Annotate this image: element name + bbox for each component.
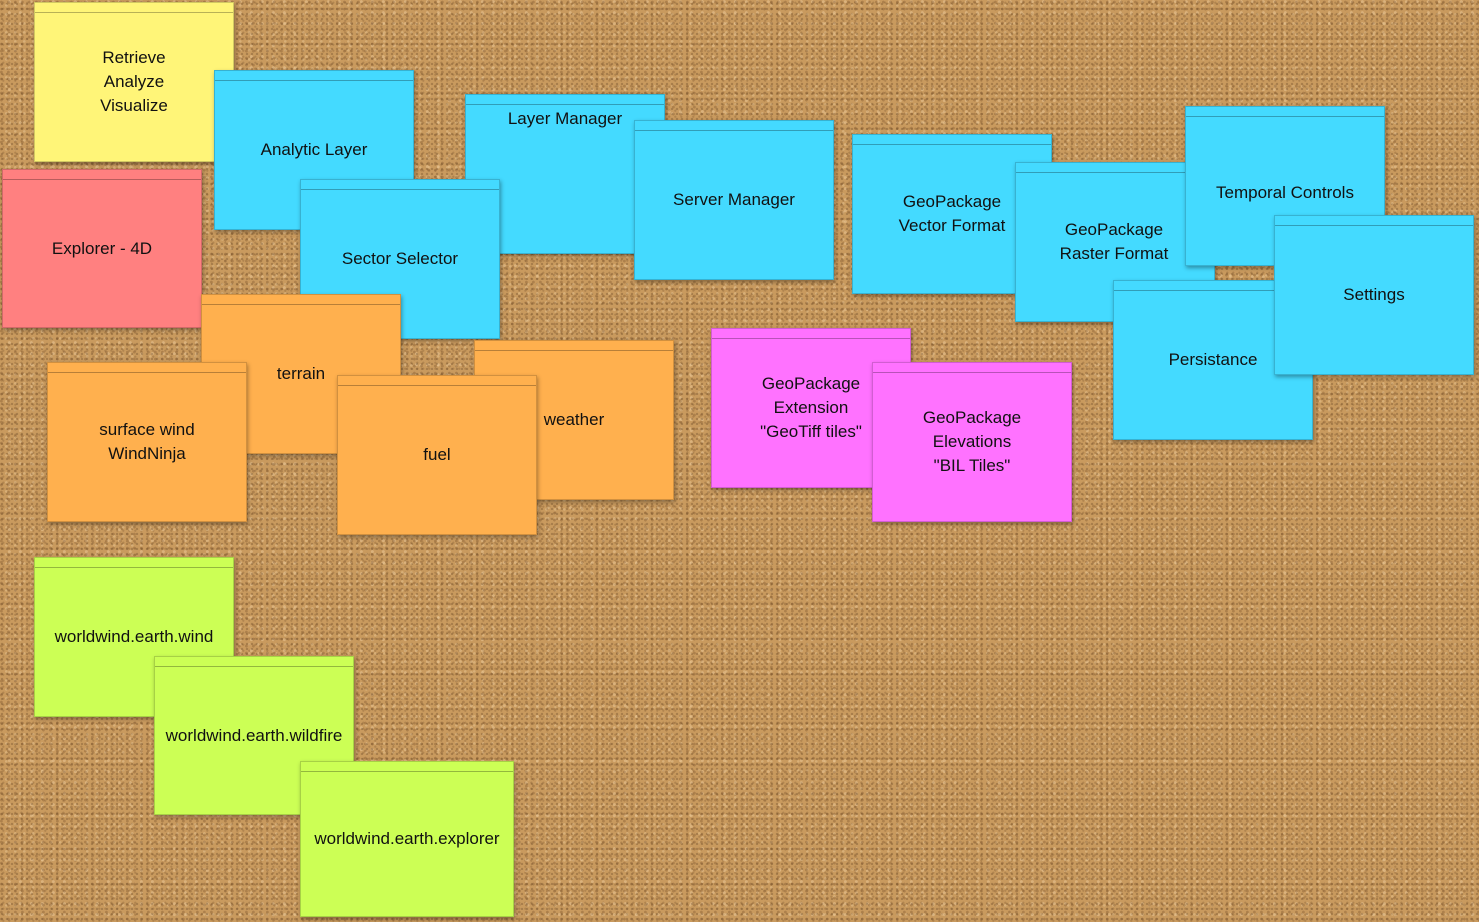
sticky-note-worldwind-earth-wind[interactable]: worldwind.earth.wind xyxy=(34,557,234,717)
sticky-note-server-manager[interactable]: Server Manager xyxy=(634,120,834,280)
sticky-note-settings[interactable]: Settings xyxy=(1274,215,1474,375)
sticky-note-retrieve-analyze-visualize[interactable]: Retrieve Analyze Visualize xyxy=(34,2,234,162)
sticky-note-explorer-4d[interactable]: Explorer - 4D xyxy=(2,169,202,328)
sticky-note-fuel[interactable]: fuel xyxy=(337,375,537,535)
sticky-note-surface-wind-windninja[interactable]: surface wind WindNinja xyxy=(47,362,247,522)
sticky-note-geopackage-elevations[interactable]: GeoPackage Elevations "BIL Tiles" xyxy=(872,362,1072,522)
sticky-note-worldwind-earth-explorer[interactable]: worldwind.earth.explorer xyxy=(300,761,514,917)
